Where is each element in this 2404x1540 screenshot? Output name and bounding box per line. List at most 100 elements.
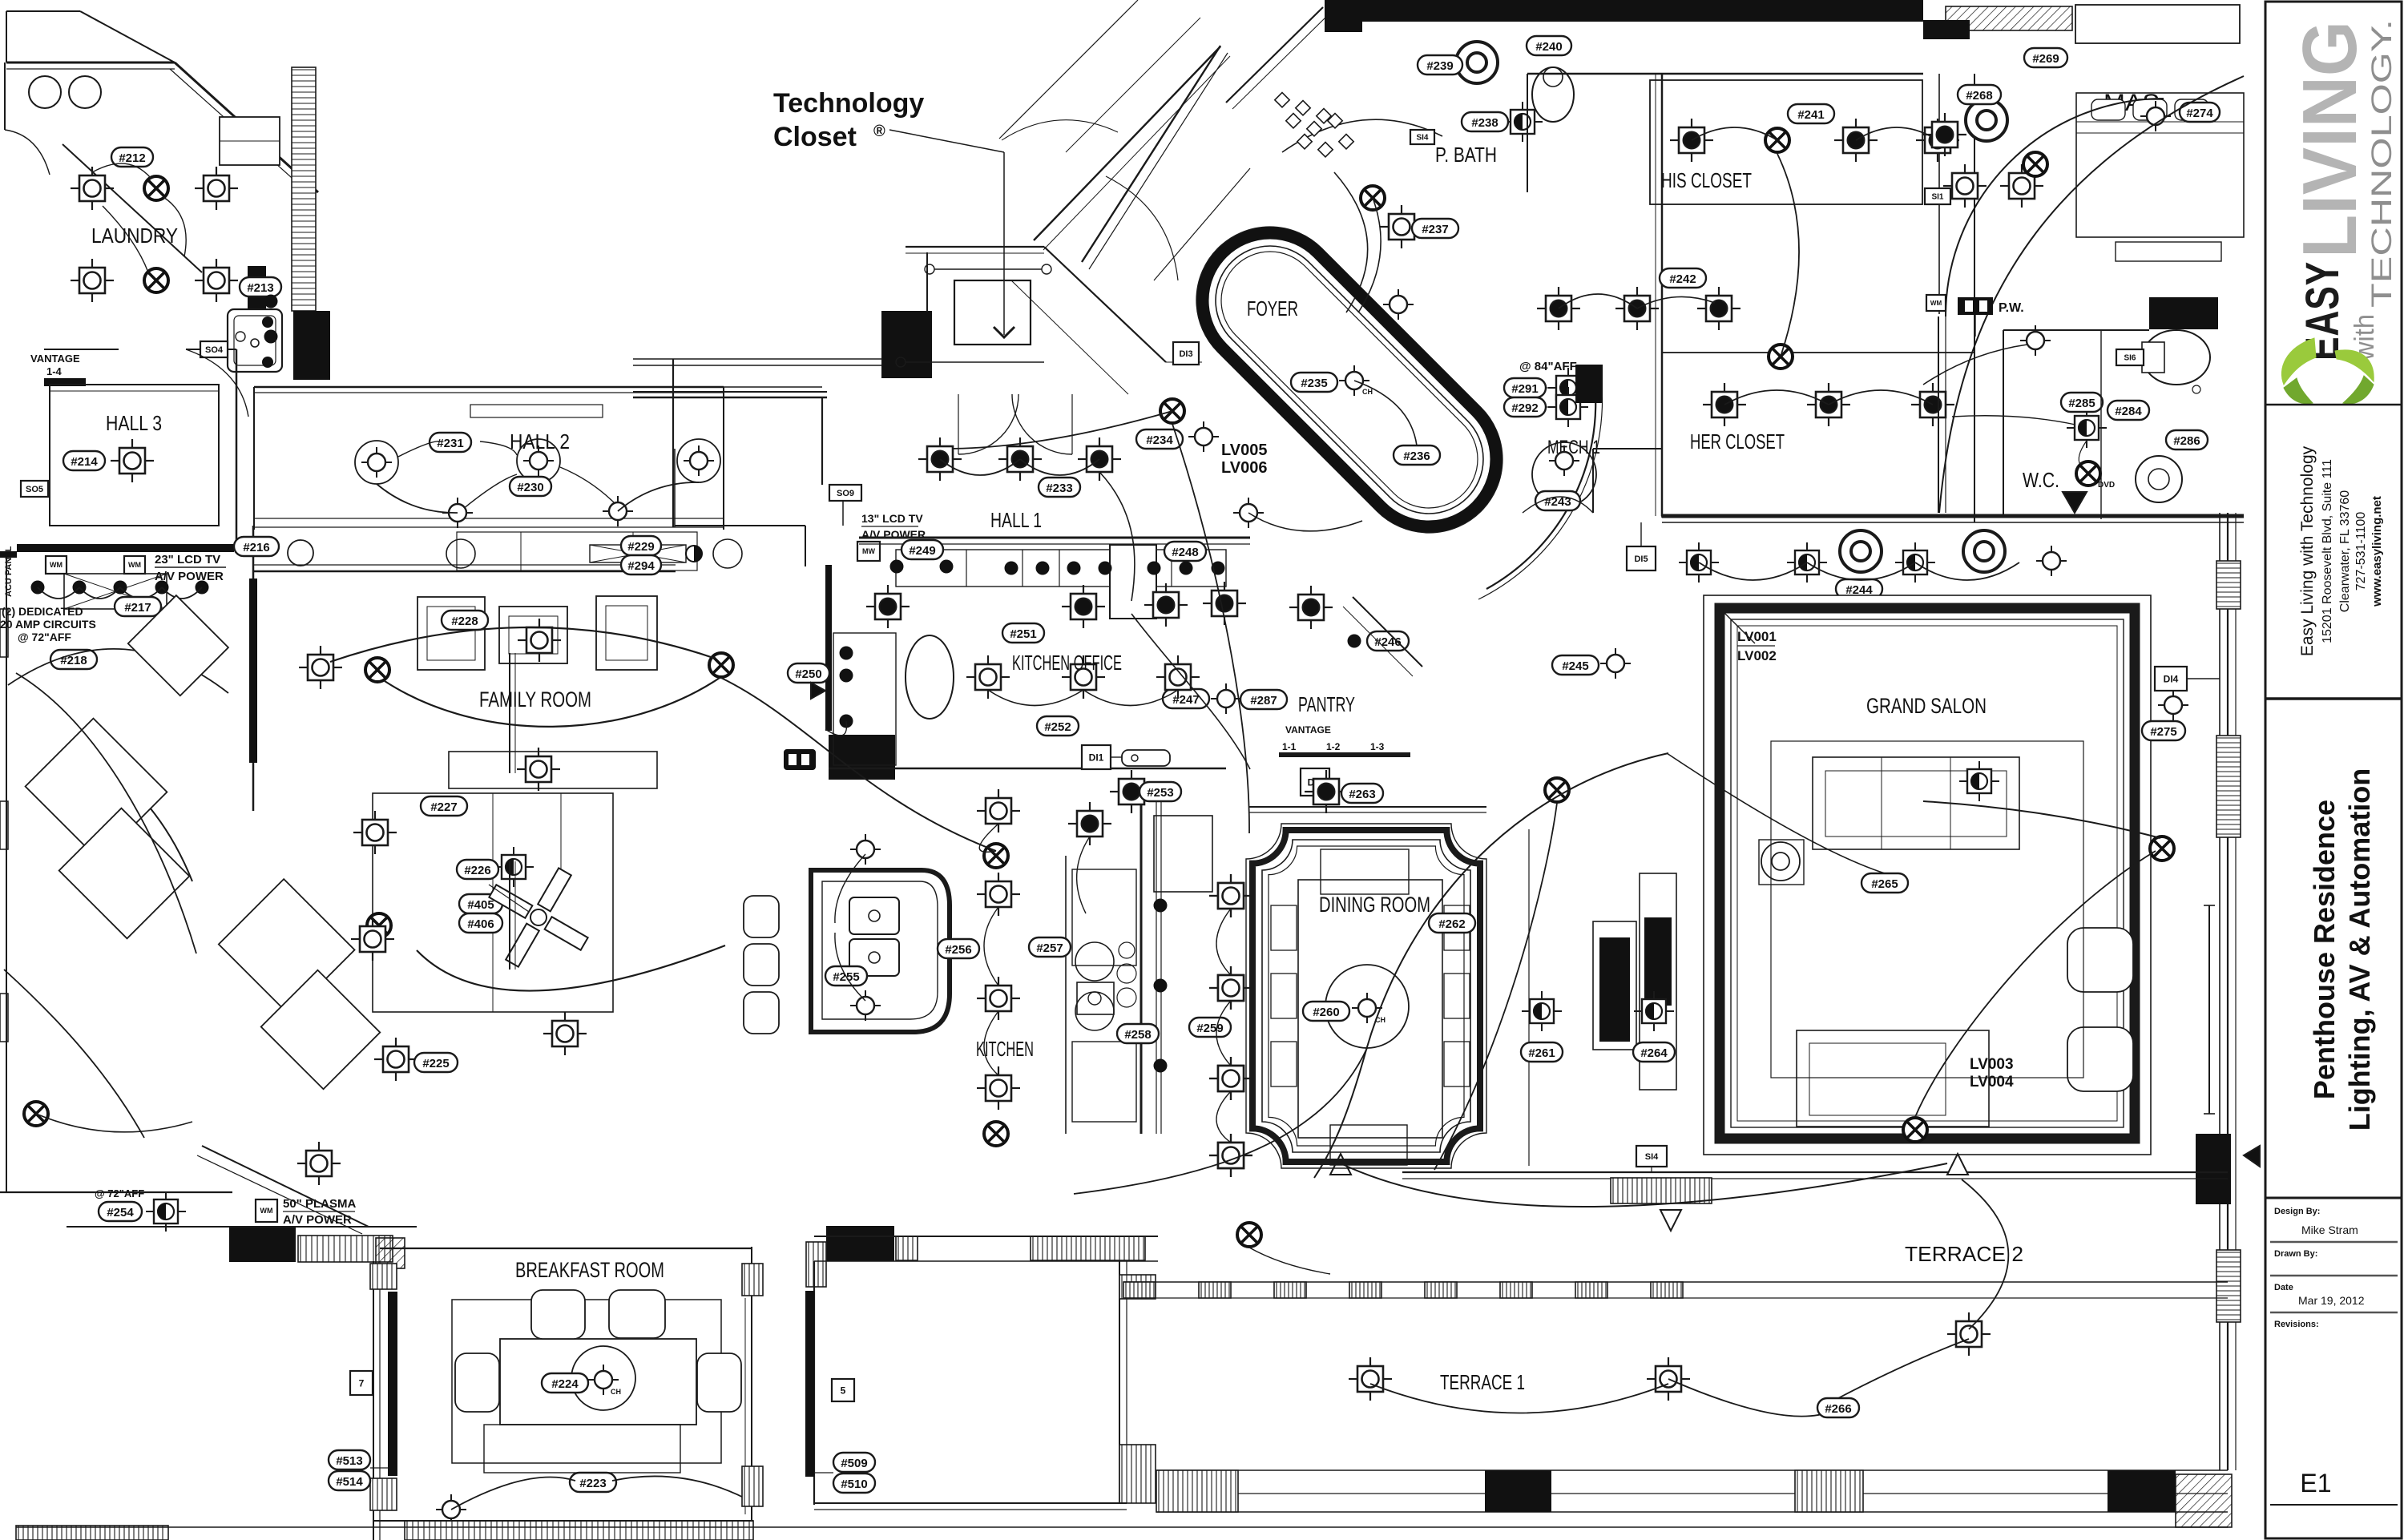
svg-text:Mike Stram: Mike Stram (2301, 1224, 2358, 1236)
svg-text:#239: #239 (1426, 59, 1453, 73)
svg-text:#257: #257 (1036, 941, 1063, 955)
svg-text:#254: #254 (107, 1206, 134, 1220)
svg-text:727-531-1100: 727-531-1100 (2354, 512, 2368, 591)
svg-text:#229: #229 (627, 540, 654, 554)
svg-text:LV001: LV001 (1737, 629, 1777, 644)
svg-text:WM: WM (50, 561, 63, 569)
svg-text:#292: #292 (1511, 401, 1538, 415)
svg-text:#216: #216 (243, 541, 269, 554)
svg-text:#241: #241 (1797, 108, 1824, 122)
svg-text:P.W.: P.W. (1999, 301, 2024, 315)
svg-text:#264: #264 (1640, 1046, 1668, 1060)
svg-text:@ 72"AFF: @ 72"AFF (18, 631, 71, 643)
svg-text:#230: #230 (517, 481, 543, 494)
svg-text:SI1: SI1 (1931, 193, 1943, 202)
svg-text:#252: #252 (1044, 720, 1071, 734)
svg-text:#253: #253 (1147, 786, 1173, 800)
svg-text:VANTAGE: VANTAGE (30, 353, 80, 365)
svg-text:#513: #513 (336, 1454, 362, 1468)
svg-text:W.C.: W.C. (2023, 468, 2059, 492)
svg-text:#259: #259 (1196, 1022, 1223, 1035)
svg-text:SO4: SO4 (205, 345, 224, 355)
svg-text:#233: #233 (1046, 482, 1072, 495)
svg-text:HALL 1: HALL 1 (990, 508, 1042, 532)
svg-text:#228: #228 (451, 615, 478, 628)
svg-text:#226: #226 (464, 864, 490, 877)
svg-text:#240: #240 (1535, 40, 1562, 54)
svg-text:#231: #231 (437, 437, 463, 450)
svg-text:www.easyliving.net: www.easyliving.net (2370, 496, 2384, 607)
svg-text:HALL 2: HALL 2 (510, 429, 570, 454)
svg-text:#261: #261 (1528, 1046, 1555, 1060)
svg-text:SO5: SO5 (26, 485, 43, 494)
svg-text:GRAND SALON: GRAND SALON (1866, 694, 1987, 718)
svg-text:#509: #509 (841, 1457, 867, 1470)
svg-text:TECHNOLOGY.: TECHNOLOGY. (2366, 19, 2398, 308)
svg-text:@ 72"AFF: @ 72"AFF (95, 1187, 144, 1199)
svg-text:#287: #287 (1250, 694, 1277, 708)
svg-text:#235: #235 (1301, 377, 1327, 390)
svg-text:LV002: LV002 (1737, 648, 1777, 663)
svg-text:#268: #268 (1966, 89, 1992, 103)
svg-text:50" PLASMA: 50" PLASMA (283, 1197, 356, 1211)
svg-text:Easy Living with Technology: Easy Living with Technology (2298, 445, 2317, 656)
svg-text:#249: #249 (909, 544, 935, 558)
svg-text:#510: #510 (841, 1478, 867, 1491)
svg-text:P. BATH: P. BATH (1435, 143, 1497, 167)
svg-text:LV005: LV005 (1221, 441, 1267, 459)
svg-text:Mar 19, 2012: Mar 19, 2012 (2298, 1294, 2365, 1307)
svg-text:#251: #251 (1010, 627, 1036, 641)
svg-text:7: 7 (359, 1377, 365, 1389)
svg-text:DI3: DI3 (1179, 349, 1192, 359)
svg-text:SO9: SO9 (837, 489, 854, 498)
svg-text:Drawn By:: Drawn By: (2274, 1249, 2317, 1259)
svg-text:HALL 3: HALL 3 (106, 411, 162, 435)
svg-text:WM: WM (1930, 300, 1942, 307)
svg-text:1-3: 1-3 (1370, 741, 1385, 752)
svg-text:WM: WM (128, 561, 141, 569)
svg-text:LAUNDRY: LAUNDRY (91, 224, 178, 248)
svg-text:TERRACE 2: TERRACE 2 (1905, 1242, 2023, 1266)
svg-text:SI4: SI4 (1645, 1152, 1659, 1162)
svg-text:#250: #250 (795, 667, 821, 681)
svg-text:1-1: 1-1 (1282, 741, 1297, 752)
svg-text:KITCHEN OFFICE: KITCHEN OFFICE (1012, 651, 1122, 675)
svg-text:LV004: LV004 (1970, 1074, 2014, 1090)
svg-text:DI1: DI1 (1089, 752, 1104, 763)
svg-text:#212: #212 (119, 151, 145, 165)
svg-text:DINING ROOM: DINING ROOM (1319, 893, 1430, 917)
svg-text:#286: #286 (2173, 434, 2200, 448)
svg-text:#265: #265 (1871, 877, 1898, 891)
svg-text:#274: #274 (2186, 107, 2213, 120)
svg-text:LV006: LV006 (1221, 459, 1267, 477)
svg-text:TERRACE 1: TERRACE 1 (1440, 1370, 1525, 1394)
svg-text:®: ® (873, 123, 885, 140)
svg-text:20 AMP CIRCUITS: 20 AMP CIRCUITS (0, 618, 96, 631)
svg-text:#237: #237 (1422, 223, 1448, 236)
svg-text:HER CLOSET: HER CLOSET (1690, 429, 1785, 454)
svg-text:#247: #247 (1172, 693, 1199, 707)
svg-text:#291: #291 (1511, 382, 1538, 396)
svg-text:Closet: Closet (773, 122, 857, 152)
svg-text:FAMILY ROOM: FAMILY ROOM (479, 687, 591, 712)
svg-text:1-4: 1-4 (46, 365, 63, 377)
svg-text:E1: E1 (2300, 1469, 2331, 1498)
svg-text:#224: #224 (551, 1377, 579, 1391)
svg-text:23" LCD TV: 23" LCD TV (155, 553, 220, 566)
svg-text:#269: #269 (2032, 52, 2059, 66)
svg-text:@ 84"AFF: @ 84"AFF (1519, 360, 1577, 373)
svg-text:CH: CH (611, 1388, 621, 1396)
svg-text:#244: #244 (1845, 583, 1873, 597)
svg-text:1-2: 1-2 (1326, 741, 1341, 752)
svg-text:#260: #260 (1313, 1006, 1339, 1019)
svg-text:#294: #294 (627, 559, 655, 573)
svg-text:CH: CH (1375, 1016, 1386, 1024)
svg-text:#406: #406 (467, 917, 494, 931)
svg-text:WM: WM (260, 1207, 273, 1215)
svg-text:#214: #214 (71, 455, 98, 469)
svg-text:#227: #227 (430, 800, 457, 814)
svg-text:#217: #217 (124, 601, 151, 615)
svg-text:A/V POWER: A/V POWER (283, 1213, 352, 1227)
svg-text:Lighting, AV & Automation: Lighting, AV & Automation (2343, 768, 2376, 1131)
svg-text:A/V POWER: A/V POWER (861, 528, 926, 541)
